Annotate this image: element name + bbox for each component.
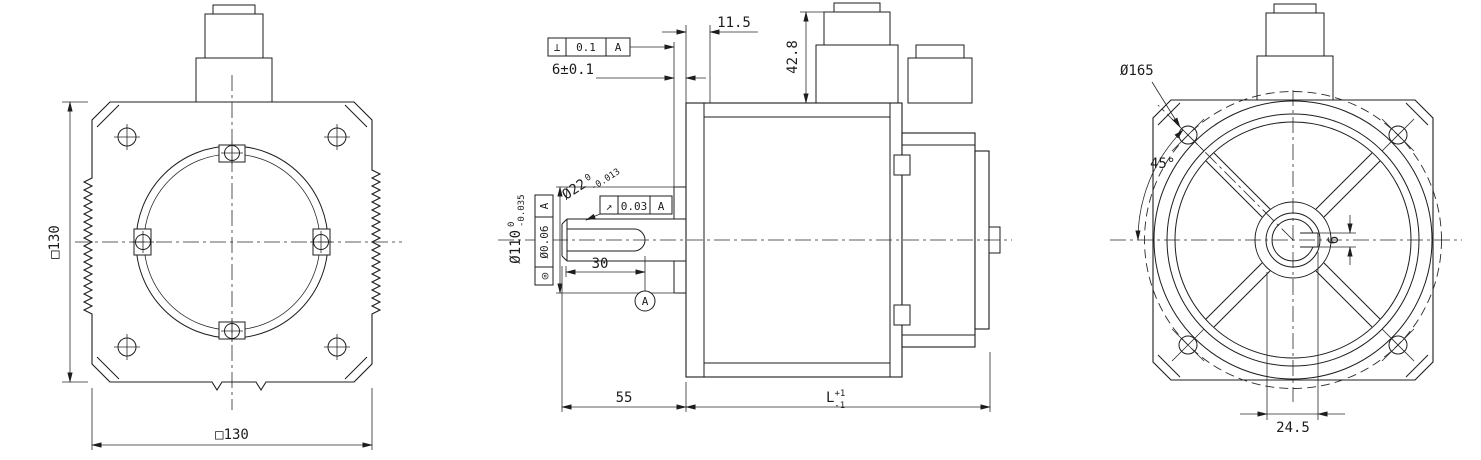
pilot-spigot (673, 186, 686, 294)
side-view: ⊥ 0.1 A 6±0.1 11.5 42.8 (498, 2, 1012, 412)
rear-view: □130 □130 (47, 4, 402, 450)
shaft-diameter-dimension: Ø22 0 -0.013 ↗ 0.03 A (559, 167, 673, 221)
fcf-runout: ↗ 0.03 A (585, 195, 673, 221)
fcf-perp-tolerance: 0.1 (576, 41, 596, 54)
fcf-conc-tolerance: Ø0.06 (538, 225, 551, 258)
side-connectors (815, 2, 973, 104)
pilot-diameter-upper-tol: 0 (507, 222, 517, 227)
front-connector (1256, 3, 1334, 101)
shaft-diameter-lower-tol: -0.013 (589, 167, 622, 193)
dim-bolt-circle-label: Ø165 (1120, 63, 1154, 79)
fcf-runout-tolerance: 0.03 (621, 200, 648, 213)
shaft-diameter-label: Ø22 (559, 176, 589, 203)
dim-shaft-length-label: 55 (616, 390, 633, 406)
front-view: Ø165 45° 6 24.5 (1110, 3, 1462, 436)
dim-keyway-width-label: 6 (1326, 236, 1342, 244)
body-length-lower-tol: -1 (834, 401, 845, 411)
shaft-length-dimension: 55 L+1 -1 (561, 266, 991, 412)
keyway-offset-dimension: 24.5 (1240, 252, 1345, 436)
fcf-concentricity: ◎ Ø0.06 A (534, 194, 554, 286)
pilot-diameter-label: Ø110 (508, 230, 524, 264)
datum-a-symbol: A (634, 277, 656, 312)
dim-flange-height-label: □130 (47, 225, 63, 259)
fcf-perp-datum: A (615, 41, 622, 54)
pilot-depth-dimension: 6±0.1 (552, 25, 706, 187)
dim-front-offset-label: 11.5 (717, 15, 751, 31)
dim-connector-height-label: 42.8 (785, 40, 801, 74)
fcf-conc-datum: A (538, 202, 551, 209)
dim-keyway-length-label: 30 (592, 256, 609, 272)
rear-corner-holes (114, 124, 350, 360)
shaft-diameter-upper-tol: 0 (583, 173, 593, 184)
rear-width-dimension: □130 (91, 388, 373, 450)
body-length-upper-tol: +1 (834, 389, 845, 399)
keyway-width-dimension: 6 (1320, 215, 1356, 265)
fcf-perp-symbol: ⊥ (554, 41, 561, 54)
fcf-runout-datum: A (658, 200, 665, 213)
connector-height-dimension: 42.8 (785, 11, 836, 104)
rear-height-dimension: □130 (47, 101, 88, 383)
front-offset-dimension: 11.5 (662, 15, 758, 103)
front-spokes (1205, 152, 1381, 328)
fcf-perpendicularity: ⊥ 0.1 A (547, 37, 675, 57)
dim-flange-width-label: □130 (215, 427, 249, 443)
dim-keyway-offset-label: 24.5 (1276, 420, 1310, 436)
fcf-runout-symbol: ↗ (606, 200, 613, 213)
rear-connector (195, 4, 273, 103)
fcf-conc-symbol: ◎ (538, 272, 551, 279)
pilot-diameter-lower-tol: -0.035 (517, 194, 527, 227)
datum-a-label: A (642, 295, 649, 308)
dim-pilot-depth-label: 6±0.1 (552, 62, 594, 78)
dim-body-length-label: L+1 -1 (826, 389, 845, 411)
dim-angle-label: 45° (1150, 156, 1175, 172)
body-length-nominal: L (826, 390, 834, 406)
pilot-diameter-dimension: Ø110 0 -0.035 ◎ Ø0.06 A (507, 186, 676, 294)
hole-angle-dimension: 45° (1135, 129, 1184, 241)
keyway-length-dimension: 30 A (565, 256, 656, 312)
bolt-circle-dimension: Ø165 (1120, 63, 1181, 128)
